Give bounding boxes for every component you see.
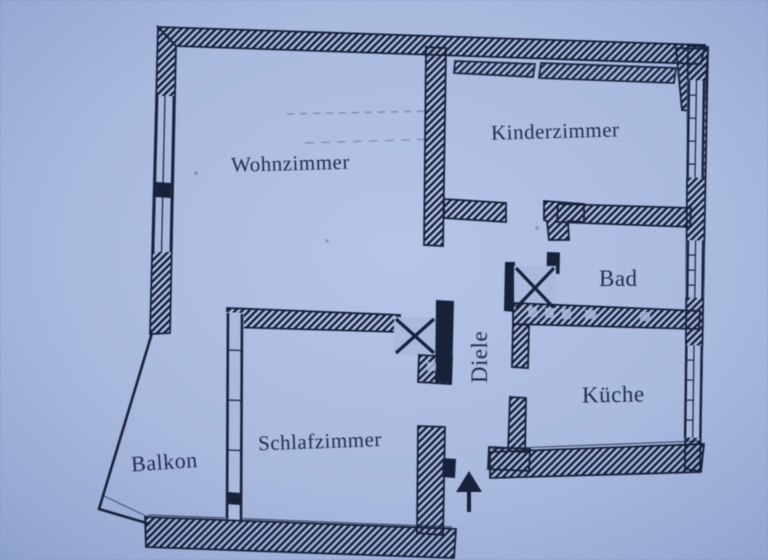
wall-schlafzimmer-east <box>416 425 446 536</box>
room-label-balkon: Balkon <box>130 447 198 477</box>
wall-kueche-west-lower <box>507 396 527 453</box>
wall-kueche-west-upper <box>511 323 530 369</box>
chimney-shaft-icon <box>394 300 454 385</box>
entrance-arrow-icon <box>456 471 482 512</box>
top-wall-fragment <box>537 62 678 84</box>
schlafzimmer-door-jamb <box>442 458 456 478</box>
scan-artifacts <box>194 110 539 243</box>
room-label-wohnzimmer: Wohnzimmer <box>231 150 350 177</box>
window-bad <box>685 240 705 299</box>
wall-kinderzimmer-south-left <box>443 198 507 223</box>
room-label-kinderzimmer: Kinderzimmer <box>491 117 620 144</box>
window-wohnzimmer <box>151 95 176 253</box>
top-wall-fragment <box>453 60 537 78</box>
window-kueche <box>683 345 703 439</box>
room-label-kueche: Küche <box>582 381 645 407</box>
window-kinderzimmer <box>686 80 706 179</box>
room-labels: Wohnzimmer Kinderzimmer Bad Küche Diele … <box>130 117 645 476</box>
room-label-schlafzimmer: Schlafzimmer <box>258 427 383 455</box>
wall-bad-north <box>556 203 692 228</box>
wall-wohnzimmer-kinderzimmer <box>423 46 447 247</box>
room-label-bad: Bad <box>599 266 638 291</box>
balcony-outline <box>97 332 154 526</box>
balcony-door-window <box>225 312 244 521</box>
wall-bad-kueche <box>512 302 701 330</box>
interior-walls <box>225 46 701 536</box>
bottom-wall-schlafzimmer <box>144 516 457 559</box>
kueche-corner-jamb <box>487 446 531 472</box>
room-label-diele: Diele <box>467 331 492 383</box>
outer-walls <box>97 24 709 559</box>
